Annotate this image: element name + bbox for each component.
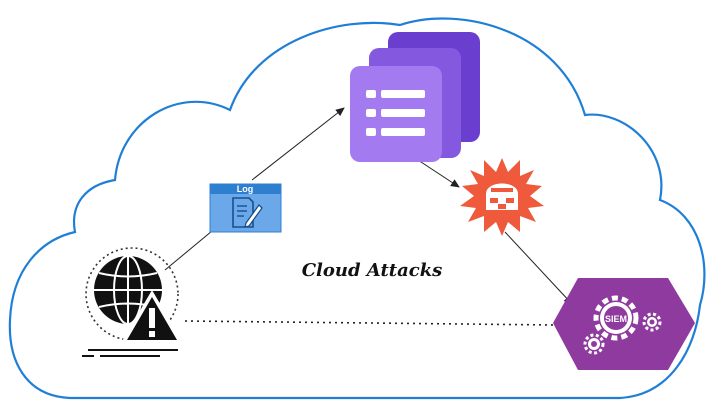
arrow-globe-to-log xyxy=(164,230,213,271)
log-label: Log xyxy=(237,184,254,194)
siem-label: SIEM xyxy=(605,314,627,324)
arrow-log-to-stack xyxy=(251,107,345,181)
globe-warning-icon xyxy=(82,247,183,357)
dotted-globe-to-siem xyxy=(184,320,556,326)
arrow-firewall-to-siem xyxy=(504,231,573,305)
list-stack-icon xyxy=(350,32,480,162)
arrow-stack-to-firewall xyxy=(417,159,460,188)
siem-gear-icon: SIEM xyxy=(553,278,695,370)
diagram-caption: Cloud Attacks xyxy=(302,260,443,281)
cloud-outline xyxy=(8,17,706,400)
firewall-icon xyxy=(460,158,544,236)
log-document-icon: Log xyxy=(209,183,282,233)
